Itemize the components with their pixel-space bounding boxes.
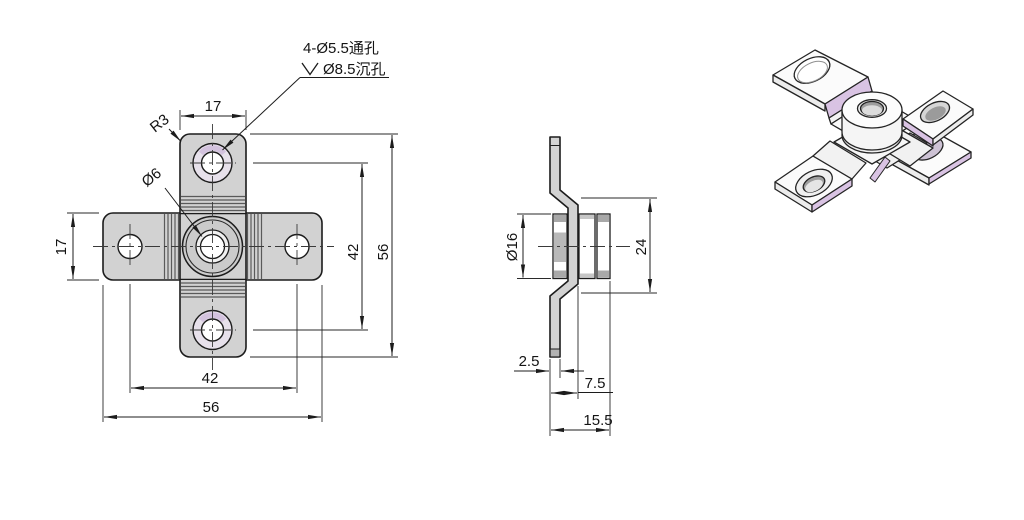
callout-line2: Ø8.5沉孔	[323, 61, 386, 78]
bend-line-band-top	[181, 195, 245, 212]
dim-overall-width: 56	[203, 399, 220, 416]
crossing-edges	[180, 212, 246, 281]
side-dimension-lines	[514, 199, 653, 433]
dim-hole-pitch-vertical: 42	[345, 244, 362, 261]
bend-line-band-bottom	[181, 282, 245, 298]
iso-tab-upper-right	[902, 90, 974, 147]
side-extension-lines	[517, 197, 657, 436]
iso-tab-top-left	[772, 49, 875, 125]
dim-offset-depth: 7.5	[585, 375, 606, 392]
centerlines	[93, 124, 334, 370]
dimension-lines	[70, 113, 395, 420]
hole-callout: 4-Ø5.5通孔 Ø8.5沉孔	[222, 40, 389, 151]
countersink-icon	[301, 62, 319, 76]
side-view: Ø16 24 2.5 7.5 15.5	[504, 136, 657, 436]
isometric-view	[772, 49, 974, 213]
front-view: 17 17 42 56 42 56 R3 Ø6 4-Ø5.5通孔 Ø8.5沉孔	[53, 40, 398, 422]
iso-boss-cylinder	[841, 91, 903, 151]
dim-tab-width-left: 17	[53, 239, 70, 256]
dim-overall-depth: 15.5	[583, 412, 612, 429]
top-counterbore-hole	[192, 142, 233, 184]
callout-line1: 4-Ø5.5通孔	[303, 40, 379, 57]
bottom-counterbore-hole	[192, 309, 233, 351]
bottom-cap-band	[550, 349, 560, 357]
dim-sheet-thickness: 2.5	[519, 353, 540, 370]
extension-lines	[67, 110, 398, 422]
iso-bend-left	[812, 140, 867, 180]
z-strap-profile	[549, 136, 579, 358]
dim-overall-height: 56	[375, 244, 392, 261]
iso-tab-lower-left	[774, 140, 891, 213]
dim-boss-diameter: Ø16	[504, 233, 521, 261]
dim-mid-section-height: 24	[633, 239, 650, 256]
dim-tab-width-top: 17	[205, 98, 222, 115]
dim-hole-pitch-horizontal: 42	[202, 370, 219, 387]
